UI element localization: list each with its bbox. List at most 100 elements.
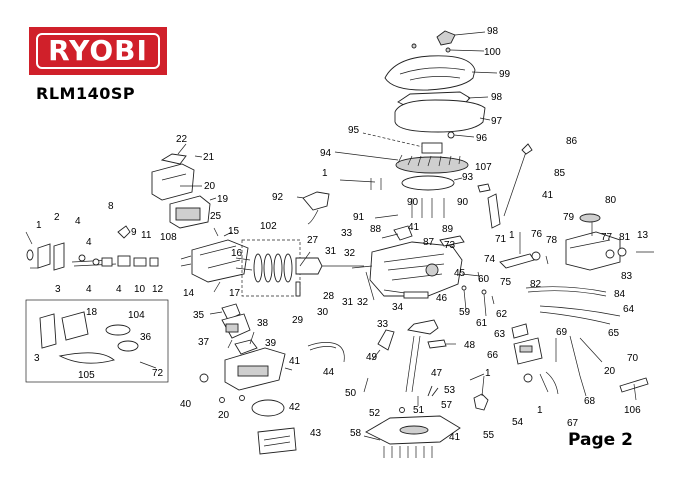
part-label: 18 bbox=[86, 307, 98, 318]
part-label: 43 bbox=[310, 428, 322, 439]
part-label: 82 bbox=[530, 279, 542, 290]
oil-fill-tube bbox=[477, 183, 501, 229]
part-label: 72 bbox=[152, 368, 164, 379]
head-gasket-box bbox=[25, 299, 169, 383]
part-label: 1 bbox=[509, 230, 515, 241]
engine-shroud bbox=[394, 99, 491, 139]
part-label: 31 bbox=[342, 297, 354, 308]
part-label: 4 bbox=[86, 284, 92, 295]
throttle-linkage bbox=[499, 232, 621, 325]
part-label: 62 bbox=[496, 309, 508, 320]
breather-tube bbox=[307, 342, 345, 363]
muffler bbox=[224, 331, 293, 391]
cylinder-head bbox=[180, 227, 253, 293]
part-label: 31 bbox=[325, 246, 337, 257]
part-label: 41 bbox=[408, 222, 420, 233]
carburetor bbox=[209, 303, 251, 349]
part-label: 4 bbox=[75, 216, 81, 227]
part-label: 89 bbox=[442, 224, 454, 235]
part-label: 38 bbox=[257, 318, 269, 329]
part-label: 20 bbox=[204, 181, 216, 192]
part-label: 1 bbox=[322, 168, 328, 179]
part-label: 13 bbox=[637, 230, 649, 241]
part-label: 65 bbox=[608, 328, 620, 339]
crankshaft bbox=[405, 319, 456, 393]
part-label: 32 bbox=[357, 297, 369, 308]
top-shroud-cover bbox=[384, 55, 498, 91]
part-label: 108 bbox=[160, 232, 177, 243]
part-label: 34 bbox=[392, 302, 404, 313]
part-label: 4 bbox=[86, 237, 92, 248]
part-label: 22 bbox=[176, 134, 188, 145]
part-label: 107 bbox=[475, 162, 492, 173]
part-label: 59 bbox=[459, 307, 471, 318]
part-label: 41 bbox=[289, 356, 301, 367]
part-label: 21 bbox=[203, 152, 215, 163]
part-label: 25 bbox=[210, 211, 222, 222]
part-label: 60 bbox=[478, 274, 490, 285]
air-intake-and-rings bbox=[241, 239, 364, 297]
part-label: 87 bbox=[423, 237, 435, 248]
part-label: 96 bbox=[476, 133, 488, 144]
part-label: 67 bbox=[567, 418, 579, 429]
part-labels: 98 100 99 98 97 95 96 94 93 1 92 90 90 9… bbox=[34, 26, 649, 443]
muffler-guard bbox=[199, 373, 297, 455]
part-label: 58 bbox=[350, 428, 362, 439]
oil-sump bbox=[363, 377, 461, 445]
crankcase bbox=[351, 225, 481, 301]
rocker-cover bbox=[169, 195, 217, 229]
part-label: 66 bbox=[487, 350, 499, 361]
part-label: 90 bbox=[457, 197, 469, 208]
governor-parts bbox=[461, 271, 495, 411]
part-label: 15 bbox=[228, 226, 240, 237]
flywheel-fan bbox=[334, 132, 469, 174]
camshaft bbox=[383, 289, 429, 299]
part-label: 36 bbox=[140, 332, 152, 343]
control-bracket bbox=[511, 323, 603, 397]
part-label: 20 bbox=[604, 366, 616, 377]
part-label: 79 bbox=[563, 212, 575, 223]
part-label: 35 bbox=[193, 310, 205, 321]
part-label: 94 bbox=[320, 148, 332, 159]
part-label: 55 bbox=[483, 430, 495, 441]
part-label: 2 bbox=[54, 212, 60, 223]
part-label: 40 bbox=[180, 399, 192, 410]
part-label: 92 bbox=[272, 192, 284, 203]
dipstick bbox=[503, 143, 533, 217]
part-label: 41 bbox=[449, 432, 461, 443]
part-label: 39 bbox=[265, 338, 277, 349]
part-label: 11 bbox=[141, 230, 152, 241]
part-label: 84 bbox=[614, 289, 626, 300]
part-label: 8 bbox=[108, 201, 114, 212]
ryobi-logo: RYOBI bbox=[29, 27, 167, 75]
part-label: 77 bbox=[601, 232, 613, 243]
flywheel bbox=[401, 175, 463, 191]
part-label: 1 bbox=[36, 220, 42, 231]
part-label: 83 bbox=[621, 271, 633, 282]
spark-plug-boot bbox=[160, 143, 187, 165]
page-label: Page 2 bbox=[568, 430, 633, 450]
ryobi-logo-frame: RYOBI bbox=[36, 33, 160, 69]
part-label: 17 bbox=[229, 288, 241, 299]
part-label: 49 bbox=[366, 352, 378, 363]
part-label: 48 bbox=[464, 340, 476, 351]
part-label: 30 bbox=[317, 307, 329, 318]
part-label: 10 bbox=[134, 284, 146, 295]
part-label: 68 bbox=[584, 396, 596, 407]
part-label: 37 bbox=[198, 337, 210, 348]
part-label: 47 bbox=[431, 368, 443, 379]
part-label: 99 bbox=[499, 69, 511, 80]
part-label: 105 bbox=[78, 370, 95, 381]
part-label: 91 bbox=[353, 212, 365, 223]
part-label: 51 bbox=[413, 405, 425, 416]
part-label: 100 bbox=[484, 47, 501, 58]
ryobi-logo-text: RYOBI bbox=[48, 34, 148, 67]
part-label: 106 bbox=[624, 405, 641, 416]
part-label: 98 bbox=[487, 26, 499, 37]
part-label: 88 bbox=[370, 224, 382, 235]
part-label: 75 bbox=[500, 277, 512, 288]
part-label: 98 bbox=[491, 92, 503, 103]
part-label: 90 bbox=[407, 197, 419, 208]
part-label: 69 bbox=[556, 327, 568, 338]
part-label: 95 bbox=[348, 125, 360, 136]
